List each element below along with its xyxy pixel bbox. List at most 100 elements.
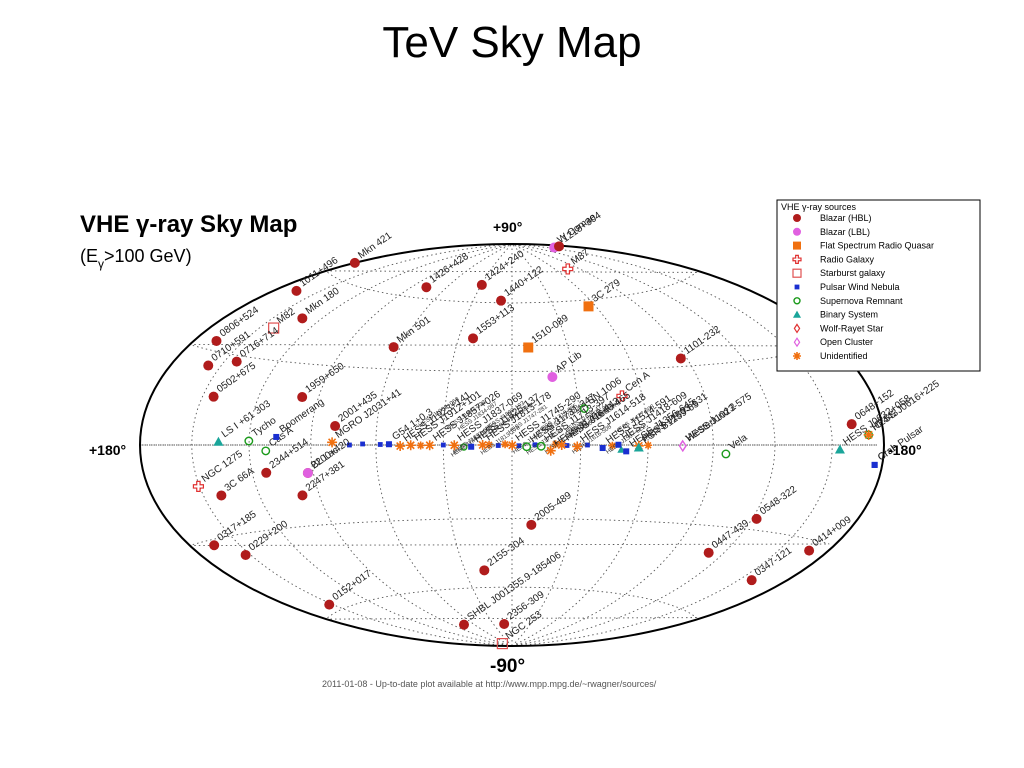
- legend-label: Unidentified: [820, 351, 868, 361]
- source-marker: [479, 565, 490, 576]
- legend: VHE γ-ray sources Blazar (HBL)Blazar (LB…: [776, 199, 981, 372]
- grid-meridian: [310, 243, 513, 647]
- source-label: 0347-121: [753, 545, 794, 579]
- slide-title: TeV Sky Map: [382, 18, 642, 67]
- legend-label: Blazar (LBL): [820, 227, 870, 237]
- source-marker: [208, 391, 219, 402]
- legend-label: Flat Spectrum Radio Quasar: [820, 241, 934, 251]
- axis-label-top: +90°: [493, 219, 522, 235]
- source-marker: [244, 436, 254, 446]
- chart-subtitle: (Eγ>100 GeV): [80, 246, 192, 271]
- source-marker: [330, 421, 341, 432]
- source-label: 1553+113: [474, 302, 517, 337]
- source-marker: [261, 446, 271, 456]
- legend-box: [776, 199, 981, 372]
- axis-label-bottom: -90°: [490, 656, 525, 677]
- source-marker: [678, 439, 687, 453]
- source-marker: [615, 441, 622, 448]
- plane-source-marker: [644, 441, 653, 450]
- legend-marker: [792, 268, 802, 278]
- axis-label-left: +180°: [89, 442, 126, 458]
- source-marker: [746, 575, 757, 586]
- plane-source-marker: [495, 443, 501, 448]
- source-marker: [405, 440, 416, 451]
- source-marker: [449, 440, 460, 451]
- source-label: 0548-322: [758, 484, 799, 518]
- source-label: 1218+304: [560, 210, 603, 245]
- source-marker: [599, 445, 606, 452]
- source-label: 0229+200: [247, 518, 290, 553]
- grid-parallel: [325, 586, 698, 620]
- source-label: 2005-489: [533, 490, 574, 524]
- source-marker: [871, 461, 878, 468]
- plane-source-marker: [501, 440, 510, 449]
- source-marker: [421, 282, 432, 293]
- source-marker: [424, 440, 435, 451]
- source-marker: [834, 444, 845, 454]
- source-marker: [468, 333, 479, 344]
- source-marker: [545, 445, 556, 456]
- source-label: Mkn 421: [356, 230, 394, 261]
- source-marker: [526, 519, 537, 530]
- source-label: 0447-439: [710, 518, 751, 552]
- source-marker: [388, 342, 399, 353]
- legend-marker: [793, 241, 801, 250]
- legend-label: Starburst galaxy: [820, 268, 886, 278]
- grid-meridian: [248, 243, 513, 647]
- legend-label: Radio Galaxy: [820, 254, 875, 264]
- source-marker: [385, 441, 392, 448]
- legend-label: Blazar (HBL): [820, 213, 872, 223]
- chart-subtitle-suffix: >100 GeV): [104, 246, 192, 266]
- source-marker: [583, 301, 594, 312]
- source-marker: [297, 313, 308, 324]
- grid-meridian: [375, 243, 513, 647]
- legend-marker: [793, 227, 801, 236]
- source-marker: [349, 257, 360, 268]
- source-marker: [297, 392, 308, 403]
- source-marker: [211, 335, 222, 346]
- plane-source-marker: [347, 442, 352, 448]
- source-marker: [468, 443, 475, 450]
- source-marker: [536, 441, 546, 451]
- plane-source-marker: [460, 443, 468, 451]
- source-marker: [240, 549, 251, 560]
- source-marker: [496, 638, 508, 650]
- legend-marker: [793, 323, 801, 334]
- plane-source-marker: [564, 443, 570, 448]
- plane-source-marker: [585, 442, 590, 448]
- source-marker: [623, 448, 630, 455]
- source-marker: [395, 441, 406, 452]
- source-marker: [547, 371, 558, 382]
- source-marker: [751, 513, 762, 524]
- legend-marker: [794, 284, 800, 290]
- source-marker: [273, 433, 280, 440]
- source-label: Boomerang: [278, 397, 327, 436]
- source-marker: [209, 540, 220, 551]
- legend-marker: [793, 310, 801, 318]
- source-marker: [579, 404, 589, 413]
- legend-marker: [793, 297, 801, 305]
- source-marker: [703, 547, 714, 558]
- source-marker: [477, 440, 488, 450]
- source-marker: [261, 467, 272, 478]
- plane-source-marker: [608, 441, 617, 450]
- plane-source-marker: [551, 440, 560, 449]
- source-marker: [507, 440, 518, 451]
- legend-marker: [792, 254, 802, 264]
- legend-marker: [793, 214, 801, 222]
- grid-parallel: [189, 518, 830, 546]
- legend-marker: [793, 337, 801, 348]
- source-marker: [192, 480, 205, 493]
- axis-label-right: -180°: [888, 442, 922, 458]
- plane-source-marker: [416, 441, 425, 450]
- galactic-plane-sources: [347, 440, 653, 453]
- source-marker: [476, 279, 487, 290]
- source-marker: [675, 353, 686, 364]
- source-label: 3C 66A: [223, 466, 257, 494]
- source-label: 0152+017: [331, 568, 374, 603]
- grid-parallel: [189, 344, 830, 372]
- source-marker: [291, 285, 302, 296]
- grid-meridian: [511, 243, 833, 647]
- source-label: M82: [275, 306, 298, 326]
